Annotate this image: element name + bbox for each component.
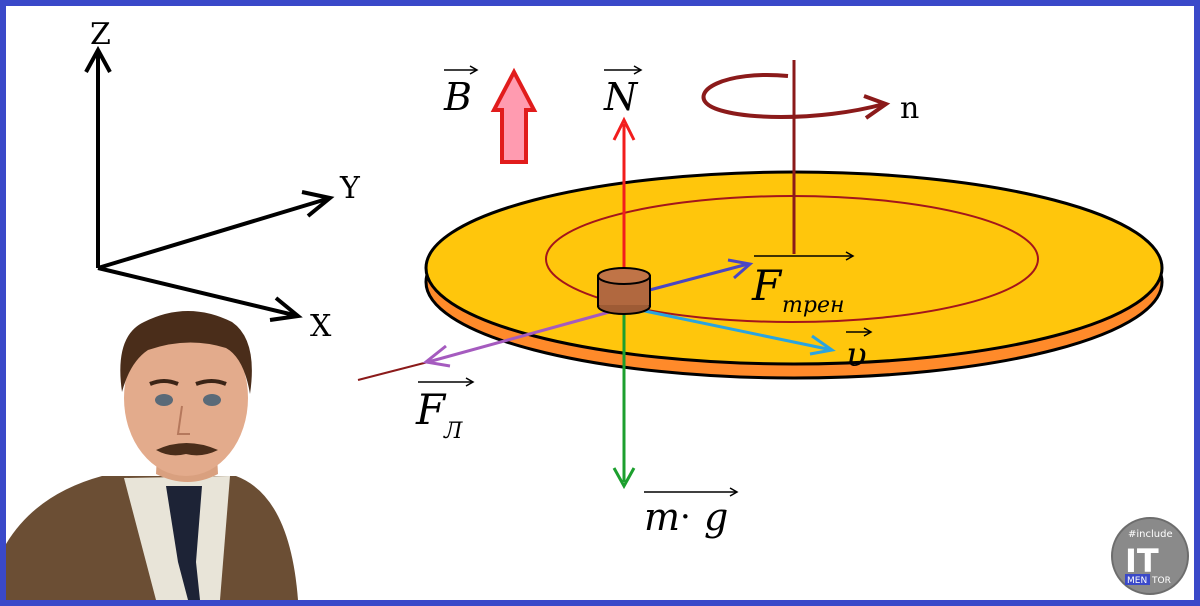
label-lorentz-f: F (415, 385, 447, 434)
man-portrait (6, 311, 298, 600)
friction-force-arrow (641, 262, 749, 294)
axis-label-y: Y (339, 171, 361, 206)
label-n-text: N (603, 75, 639, 119)
rotation-arrow (701, 73, 885, 119)
lorentz-extension-line (357, 361, 429, 381)
label-friction-sub: трен (782, 293, 844, 318)
rotation-label: n (900, 91, 919, 126)
logo-top-text: #include (1128, 529, 1173, 540)
label-friction: F трен (751, 251, 855, 318)
axis-label-z: Z (90, 17, 111, 52)
logo-bottom-left: MEN (1127, 576, 1147, 586)
logo-main-text: IT (1125, 542, 1159, 580)
label-gravity: m · g (644, 487, 739, 539)
label-lorentz: F Л (415, 377, 475, 444)
label-velocity: υ (846, 327, 873, 375)
velocity-arrow (639, 308, 833, 352)
rotating-disk (424, 170, 1164, 380)
label-n: N (603, 65, 643, 119)
axis-label-x: X (310, 309, 332, 344)
label-b-text: B (443, 75, 472, 119)
label-velocity-text: υ (846, 335, 867, 375)
orbit-circle (545, 195, 1039, 323)
physics-diagram: Z Y X n B N (6, 17, 1189, 600)
itmentor-logo: #include IT MEN TOR (1111, 517, 1189, 595)
body-cylinder (597, 267, 651, 315)
magnetic-field-arrow (490, 67, 538, 164)
diagram-frame: Z Y X n B N (6, 6, 1194, 600)
label-friction-f: F (751, 261, 783, 310)
label-gravity-dot: · (680, 497, 691, 537)
coordinate-axes (84, 45, 335, 322)
label-gravity-g: g (704, 495, 728, 539)
label-lorentz-sub: Л (443, 419, 463, 444)
label-gravity-m: m (644, 495, 680, 539)
logo-bottom-right: TOR (1151, 576, 1171, 586)
label-b: B (443, 65, 479, 119)
lorentz-force-arrow (427, 306, 625, 364)
